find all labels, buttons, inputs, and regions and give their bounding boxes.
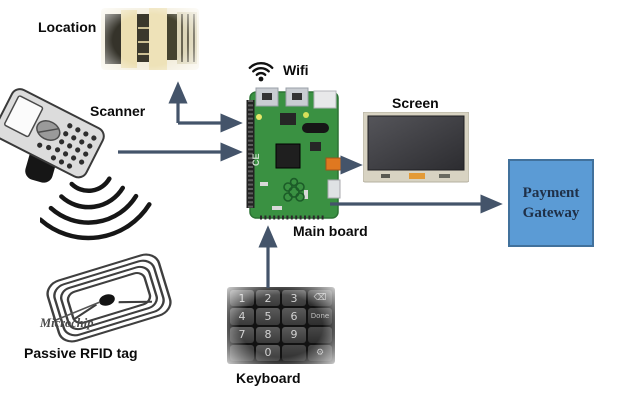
done-key: Done <box>308 308 332 325</box>
usb-ports <box>255 87 337 109</box>
payment-gateway-line1: Payment <box>522 184 580 201</box>
location-shelves-image <box>101 8 199 70</box>
scanner-body <box>0 88 105 179</box>
raspberry-logo <box>283 177 305 202</box>
audio-jack <box>302 123 329 133</box>
wifi-icon <box>248 62 274 82</box>
micro-usb-port <box>325 157 342 171</box>
chip <box>280 113 296 125</box>
screen-label: Screen <box>392 95 439 111</box>
wifi-label: Wifi <box>283 62 309 78</box>
scanner-label: Scanner <box>90 103 146 119</box>
keypad-row: 1 2 3 ⌫ <box>230 290 332 307</box>
backspace-icon: ⌫ <box>308 290 332 307</box>
display-connector <box>327 179 341 199</box>
screen-tab <box>409 173 425 179</box>
main-board-label: Main board <box>293 223 368 239</box>
keypad-key-7: 7 <box>230 326 254 343</box>
keypad-key-blank <box>308 326 332 343</box>
microchip-pointer-line <box>55 301 101 321</box>
keypad-key-blank <box>230 344 254 361</box>
ethernet-port <box>313 90 337 109</box>
keypad-key-9: 9 <box>282 326 306 343</box>
status-led <box>256 114 262 120</box>
payment-gateway-node: Payment Gateway <box>508 159 594 247</box>
location-label: Location <box>38 19 97 35</box>
chip <box>310 142 321 151</box>
keypad-row: 0 ⚙ <box>230 344 332 361</box>
main-board-image: CE <box>246 87 342 220</box>
keyboard-image: 1 2 3 ⌫ 4 5 6 Done 7 8 9 0 ⚙ <box>227 287 335 364</box>
keypad-key-blank <box>282 344 306 361</box>
keypad-key-8: 8 <box>256 326 280 343</box>
keypad-row: 4 5 6 Done <box>230 308 332 325</box>
gear-icon: ⚙ <box>308 344 332 361</box>
keypad-key-5: 5 <box>256 308 280 325</box>
keypad-key-3: 3 <box>282 290 306 307</box>
keypad-key-6: 6 <box>282 308 306 325</box>
status-led <box>303 112 309 118</box>
scanner-image <box>0 88 105 183</box>
rfid-tag-image <box>46 253 172 343</box>
screen-image <box>363 112 469 183</box>
keypad-key-0: 0 <box>256 344 280 361</box>
keypad-key-4: 4 <box>230 308 254 325</box>
rfid-coil <box>46 253 172 343</box>
ce-mark: CE <box>251 153 261 166</box>
payment-gateway-line2: Gateway <box>522 205 580 221</box>
keyboard-label: Keyboard <box>236 370 301 386</box>
microchip-label: Microchip <box>40 316 94 330</box>
radio-waves-icon <box>40 176 152 241</box>
rfid-tag-label: Passive RFID tag <box>24 345 138 361</box>
soc-chip <box>275 143 301 169</box>
keypad-key-2: 2 <box>256 290 280 307</box>
keypad-key-1: 1 <box>230 290 254 307</box>
rfid-chip <box>99 294 115 306</box>
keypad-row: 7 8 9 <box>230 326 332 343</box>
